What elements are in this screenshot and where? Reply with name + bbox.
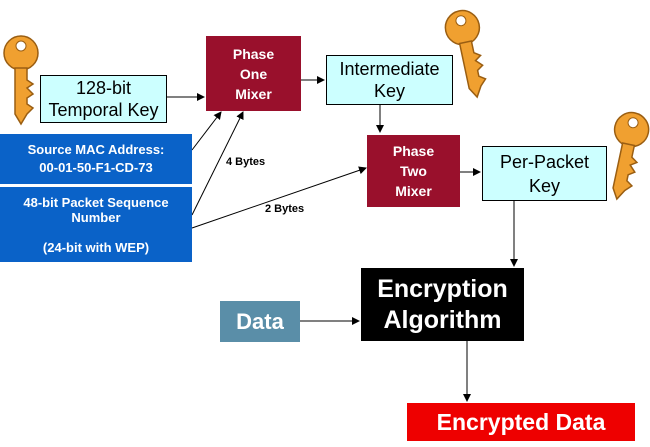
per-packet-key-box: Per-Packet Key bbox=[482, 146, 607, 201]
intermediate-key-box: Intermediate Key bbox=[326, 55, 453, 105]
encrypted-data-box: Encrypted Data bbox=[407, 403, 635, 441]
packet-sequence-box: 48-bit Packet Sequence Number (24-bit wi… bbox=[0, 187, 192, 262]
key-icon bbox=[3, 35, 39, 126]
arrow-mac-to-phase-one bbox=[191, 111, 222, 151]
encryption-algorithm-box: Encryption Algorithm bbox=[361, 268, 524, 341]
phase-two-mixer-box: Phase Two Mixer bbox=[367, 135, 460, 207]
key-icon bbox=[612, 111, 650, 201]
arrow-sequence-to-phase-one bbox=[191, 111, 244, 216]
arrow-sequence-to-phase-two bbox=[191, 166, 367, 229]
key-icon bbox=[444, 9, 487, 99]
four-bytes-label: 4 Bytes bbox=[226, 156, 266, 168]
source-mac-box: Source MAC Address: 00-01-50-F1-CD-73 bbox=[0, 134, 192, 184]
two-bytes-label: 2 Bytes bbox=[265, 203, 305, 215]
data-box: Data bbox=[220, 301, 300, 342]
phase-one-mixer-box: Phase One Mixer bbox=[206, 36, 301, 111]
temporal-key-box: 128-bit Temporal Key bbox=[40, 75, 167, 123]
